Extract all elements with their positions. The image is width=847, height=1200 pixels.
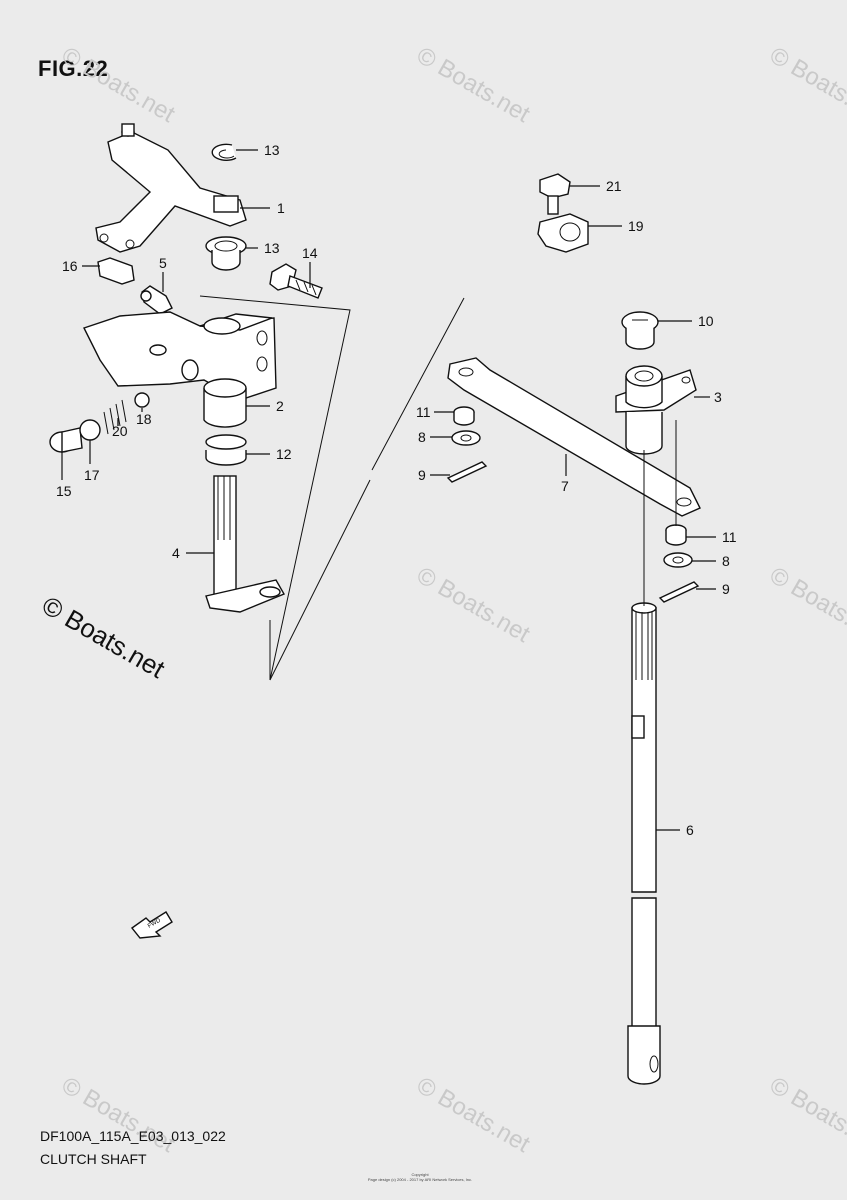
callout-11-lower: 11 — [686, 529, 737, 545]
bushing-cap-part — [621, 311, 659, 350]
callout-8-lower: 8 — [692, 553, 730, 569]
callout-14: 14 — [302, 245, 318, 288]
callout-11-upper-label: 11 — [416, 404, 431, 420]
washer-bushing-lower-part — [665, 524, 687, 546]
callout-13-clip-label: 13 — [264, 142, 280, 158]
cotter-pin-upper-part — [446, 461, 488, 483]
watermark-tr: © Boats.net — [765, 42, 847, 128]
diagram-code: DF100A_115A_E03_013_022 — [40, 1128, 226, 1144]
detent-spacer-part — [79, 419, 101, 441]
callout-10-label: 10 — [698, 313, 714, 329]
callout-18-label: 18 — [136, 411, 152, 427]
watermark-bc: © Boats.net — [412, 1072, 535, 1158]
callout-10: 10 — [658, 313, 714, 329]
callout-19-label: 19 — [628, 218, 644, 234]
callout-11-upper: 11 — [416, 404, 454, 420]
callout-13-clip: 13 — [236, 142, 280, 158]
watermark-bl: © Boats.net — [57, 1072, 180, 1158]
detent-spring-part — [103, 399, 127, 435]
cotter-pin-lower-part — [658, 581, 700, 603]
callout-20: 20 — [112, 418, 128, 439]
callout-2: 2 — [246, 398, 284, 414]
callout-14-label: 14 — [302, 245, 318, 261]
callout-21: 21 — [570, 178, 622, 194]
detent-ball-part — [134, 392, 150, 408]
diagram-caption: CLUTCH SHAFT — [40, 1151, 147, 1167]
callout-4: 4 — [172, 545, 214, 561]
watermark-mr: © Boats.net — [765, 562, 847, 648]
clamp-bolt-part — [539, 173, 571, 215]
watermark-tl: © Boats.net — [57, 42, 180, 128]
shift-lever-boss-part — [615, 365, 697, 455]
flat-washer-upper-part — [451, 430, 481, 446]
callout-18: 18 — [136, 408, 152, 427]
shift-rod-part — [627, 602, 661, 1085]
copyright-notice: Page design (c) 2004 - 2017 by ARI Netwo… — [367, 1177, 473, 1182]
callout-6-label: 6 — [686, 822, 694, 838]
e-ring-clip-part — [211, 143, 237, 161]
callout-5-label: 5 — [159, 255, 167, 271]
callout-1-label: 1 — [277, 200, 285, 216]
shaft-bushing-part — [205, 236, 247, 271]
callout-1: 1 — [240, 200, 285, 216]
callout-9-lower: 9 — [696, 581, 730, 597]
callout-17-label: 17 — [84, 467, 100, 483]
callout-16: 16 — [62, 258, 100, 274]
callout-8-lower-label: 8 — [722, 553, 730, 569]
assembly-guide-lines — [199, 295, 465, 681]
callout-20-label: 20 — [112, 423, 128, 439]
callout-11-lower-label: 11 — [722, 529, 737, 545]
forward-direction-icon: FWD — [130, 911, 173, 939]
clutch-shaft-part — [205, 475, 286, 613]
washer-bushing-upper-part — [453, 406, 475, 426]
callout-9-upper-label: 9 — [418, 467, 426, 483]
callout-9-upper: 9 — [418, 467, 450, 483]
callout-7: 7 — [561, 454, 569, 494]
callout-8-upper: 8 — [418, 429, 452, 445]
callout-15: 15 — [56, 452, 72, 499]
flat-washer-lower-part — [663, 552, 693, 568]
shift-shaft-housing-part — [203, 378, 247, 428]
grease-nipple-part — [140, 285, 173, 315]
callout-2-label: 2 — [276, 398, 284, 414]
hex-bolt-part — [269, 263, 323, 299]
callout-9-lower-label: 9 — [722, 581, 730, 597]
watermark-tc: © Boats.net — [412, 42, 535, 128]
callout-12-label: 12 — [276, 446, 292, 462]
callout-13-bushing-label: 13 — [264, 240, 280, 256]
callout-19: 19 — [588, 218, 644, 234]
callout-17: 17 — [84, 440, 100, 483]
watermarks: © Boats.net © Boats.net © Boats.net © Bo… — [57, 42, 847, 1158]
copyright-label: Copyright — [411, 1172, 429, 1177]
clutch-bracket-housing — [83, 311, 277, 401]
clutch-lever-part — [95, 123, 247, 253]
o-ring-collar-part — [205, 434, 247, 466]
callout-7-label: 7 — [561, 478, 569, 494]
callout-13-bushing: 13 — [246, 240, 280, 256]
callout-12: 12 — [246, 446, 292, 462]
callout-5: 5 — [159, 255, 167, 292]
callout-21-label: 21 — [606, 178, 622, 194]
callout-3-label: 3 — [714, 389, 722, 405]
watermark-mc: © Boats.net — [412, 562, 535, 648]
callout-4-label: 4 — [172, 545, 180, 561]
watermark-br: © Boats.net — [765, 1072, 847, 1158]
callout-3: 3 — [694, 389, 722, 405]
lever-clip-part — [97, 257, 135, 285]
detent-plug-part — [49, 427, 83, 453]
callout-8-upper-label: 8 — [418, 429, 426, 445]
link-rod-part — [447, 357, 701, 517]
callout-15-label: 15 — [56, 483, 72, 499]
callout-16-label: 16 — [62, 258, 78, 274]
shaft-clamp-part — [537, 213, 589, 253]
figure-title: FIG.22 — [38, 56, 109, 81]
copyright-footer: Copyright Page design (c) 2004 - 2017 by… — [300, 1172, 540, 1182]
callout-6: 6 — [656, 822, 694, 838]
